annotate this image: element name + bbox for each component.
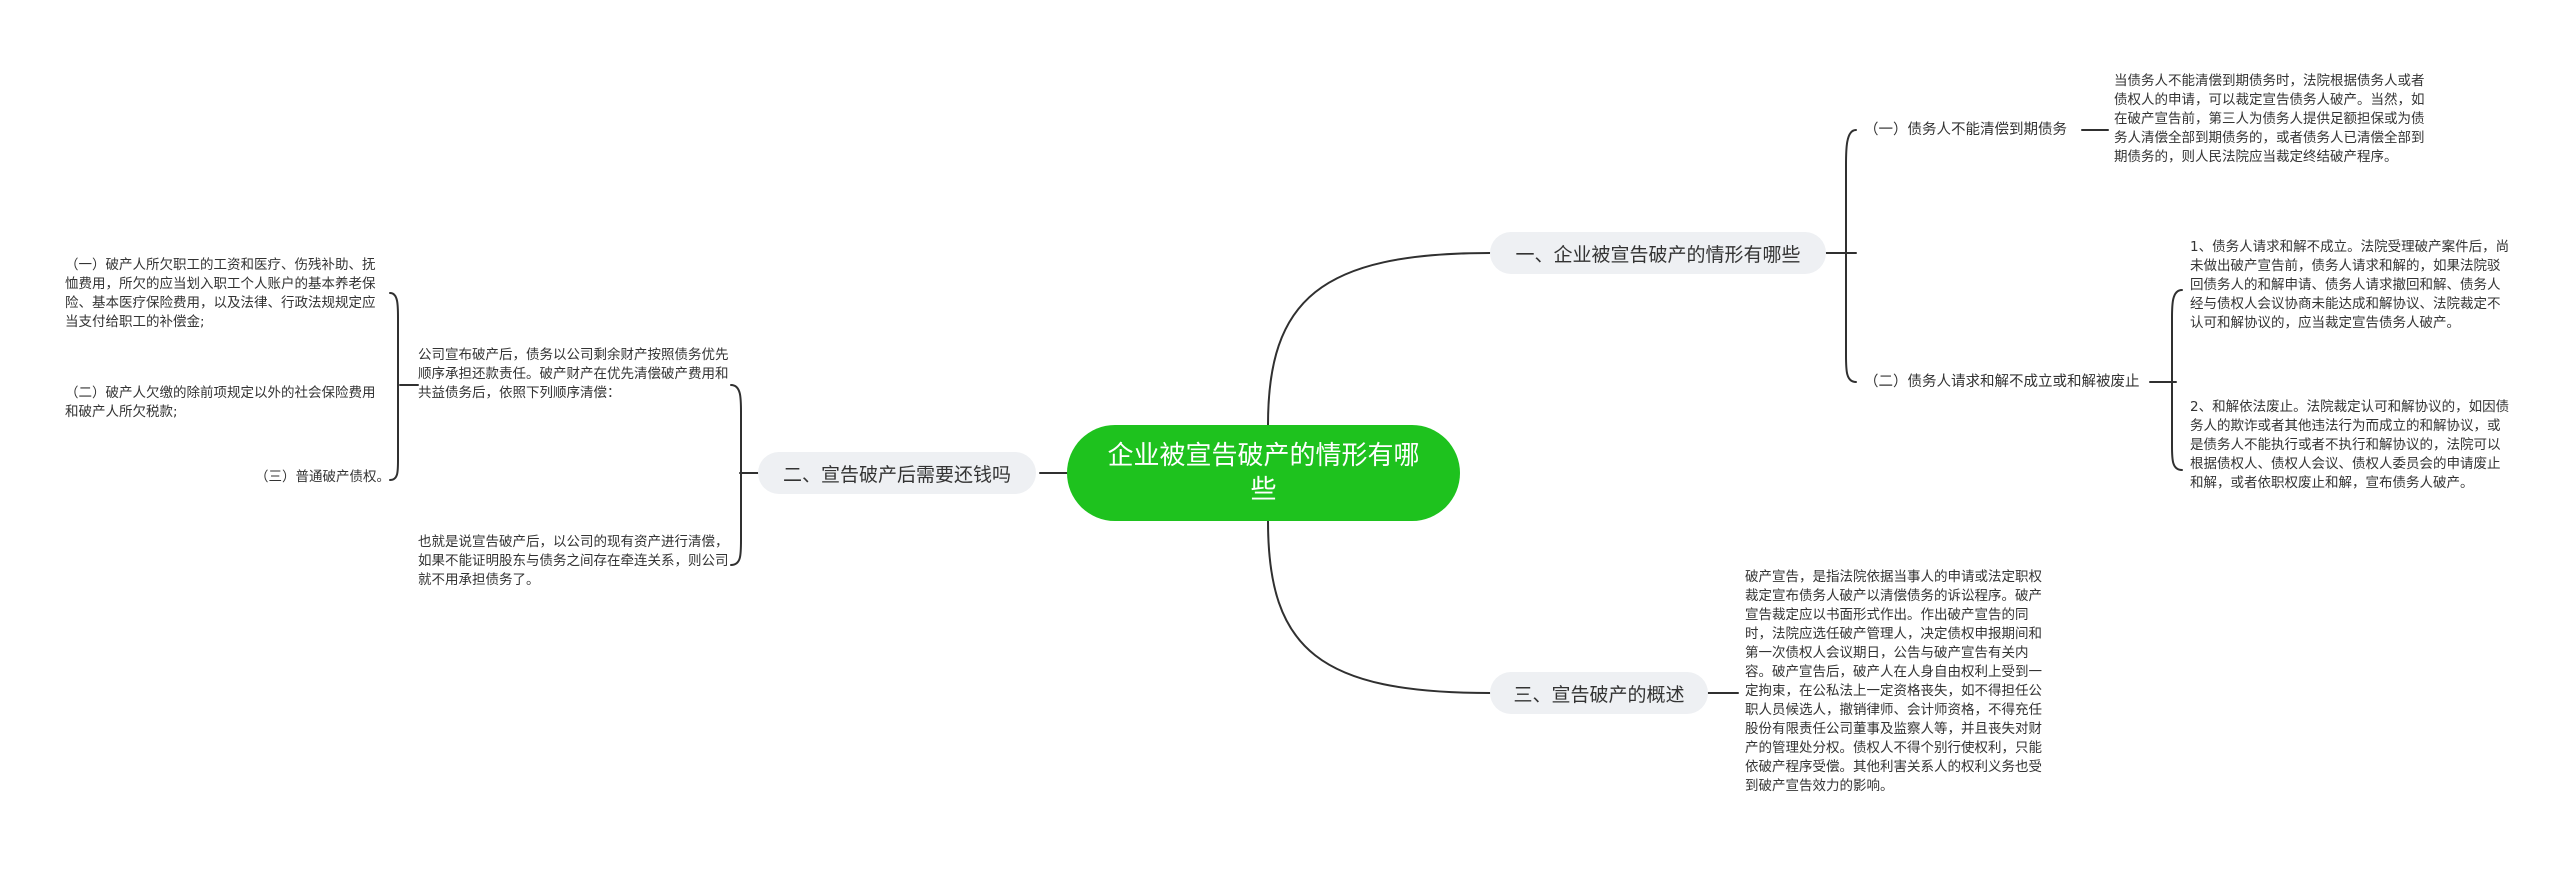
branch-1-sub-1-label: （一）债务人不能清偿到期债务 (1864, 122, 2067, 138)
branch-1-sub-2-detail-1: 1、债务人请求和解不成立。法院受理破产案件后，尚未做出破产宣告前，债务人请求和解… (2190, 239, 2510, 331)
branch-3-label: 三、宣告破产的概述 (1513, 683, 1685, 706)
branch-1-sub-1[interactable]: （一）债务人不能清偿到期债务 (1864, 120, 2067, 140)
link-root-branch1 (1267, 252, 1491, 426)
branch-3-detail: 破产宣告，是指法院依据当事人的申请或法定职权裁定宣布债务人破产以清偿债务的诉讼程… (1745, 569, 2042, 794)
link-root-branch3 (1267, 520, 1491, 694)
branch-2-item-2: （二）破产人欠缴的除前项规定以外的社会保险费用和破产人所欠税款; (65, 385, 376, 420)
branch-1-sub-2[interactable]: （二）债务人请求和解不成立或和解被废止 (1864, 372, 2140, 392)
branch-1-sub-2-detail-2: 2、和解依法废止。法院裁定认可和解协议的，如因债务人的欺诈或者其他违法行为而成立… (2190, 399, 2510, 491)
branch-2-sub-1: 公司宣布破产后，债务以公司剩余财产按照债务优先顺序承担还款责任。破产财产在优先清… (418, 347, 729, 401)
root-label: 企业被宣告破产的情形有哪些 (1107, 441, 1420, 505)
branch-2-item-1: （一）破产人所欠职工的工资和医疗、伤残补助、抚恤费用，所欠的应当划入职工个人账户… (65, 257, 376, 330)
branch-2-item-3: （三）普通破产债权。 (255, 469, 390, 485)
link-b1-s2-bracket (2149, 289, 2183, 471)
branch-1-label: 一、企业被宣告破产的情形有哪些 (1515, 243, 1801, 266)
root-node[interactable]: 企业被宣告破产的情形有哪些 (1067, 425, 1460, 521)
branch-node-1[interactable]: 一、企业被宣告破产的情形有哪些 (1490, 232, 1826, 274)
branch-node-3[interactable]: 三、宣告破产的概述 (1490, 672, 1708, 714)
branch-2-sub-2: 也就是说宣告破产后，以公司的现有资产进行清偿，如果不能证明股东与债务之间存在牵连… (418, 534, 729, 588)
branch-1-sub-1-detail: 当债务人不能清偿到期债务时，法院根据债务人或者债权人的申请，可以裁定宣告债务人破… (2114, 73, 2425, 165)
branch-node-2[interactable]: 二、宣告破产后需要还钱吗 (758, 452, 1036, 494)
link-b1-bracket (1825, 129, 1857, 383)
link-b2-bracket (730, 384, 759, 566)
link-b2-s1-bracket (389, 292, 419, 481)
branch-1-sub-2-label: （二）债务人请求和解不成立或和解被废止 (1864, 374, 2140, 390)
branch-2-label: 二、宣告破产后需要还钱吗 (782, 463, 1011, 486)
